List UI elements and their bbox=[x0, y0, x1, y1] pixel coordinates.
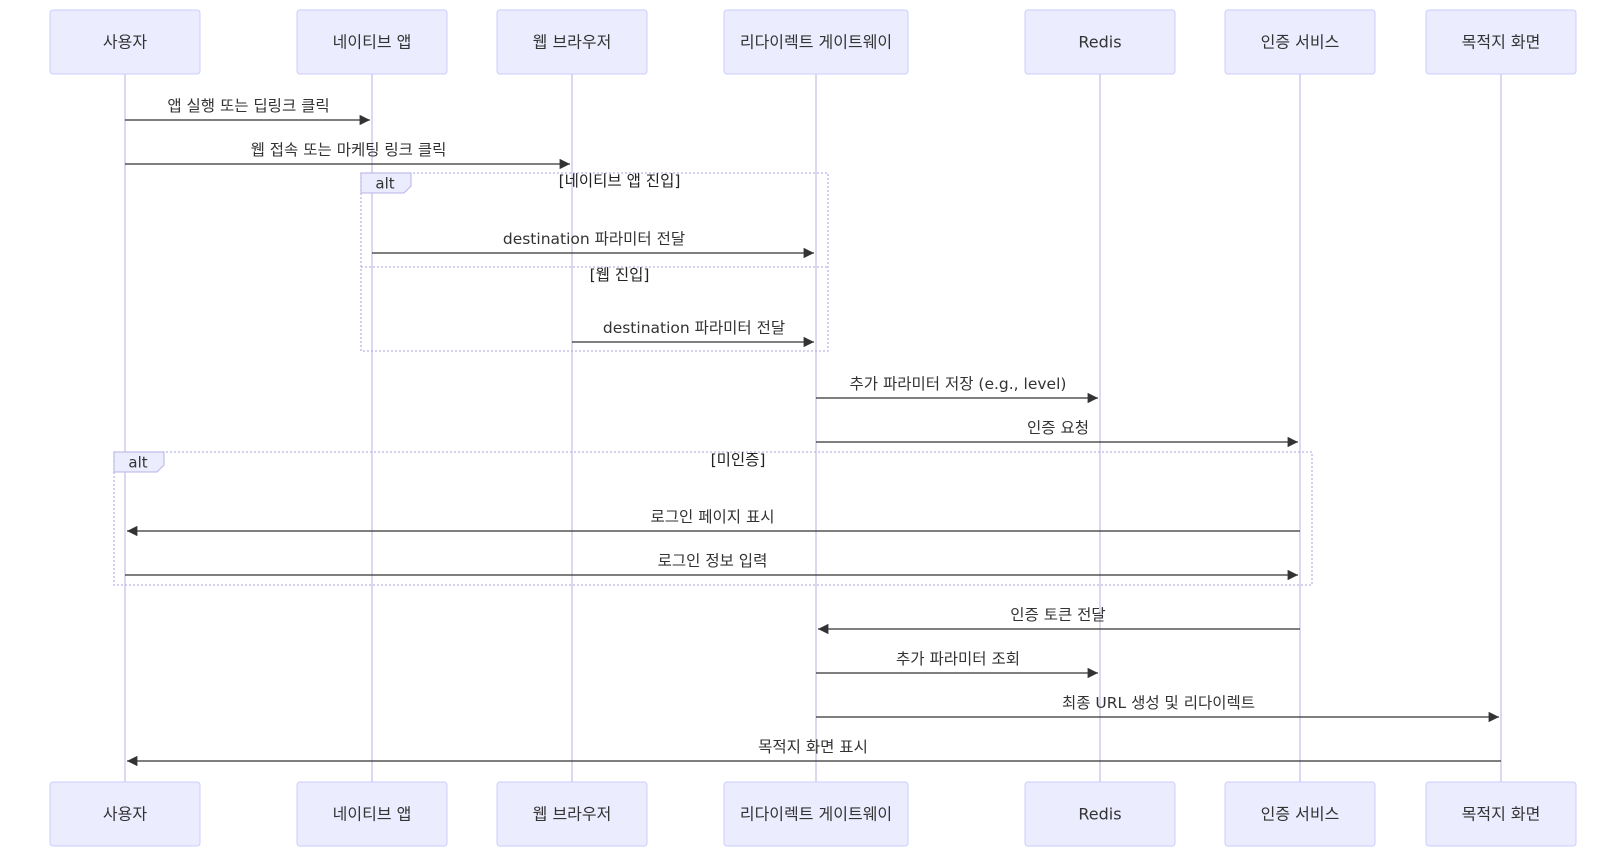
actor-box bbox=[496, 781, 648, 847]
actor-box bbox=[1024, 9, 1176, 75]
message-5: 추가 파라미터 저장 (e.g., level) bbox=[816, 375, 1098, 404]
actor-box bbox=[296, 781, 448, 847]
actor-label: 목적지 화면 bbox=[1462, 33, 1541, 52]
message-label: 로그인 페이지 표시 bbox=[651, 508, 775, 526]
actor-label: 웹 브라우저 bbox=[533, 805, 612, 824]
actor-box bbox=[723, 781, 909, 847]
message-2: 웹 접속 또는 마케팅 링크 클릭 bbox=[125, 141, 570, 170]
frame-condition: [웹 진입] bbox=[590, 266, 650, 284]
message-label: 인증 요청 bbox=[1027, 419, 1089, 437]
actor-label: 네이티브 앱 bbox=[333, 805, 412, 824]
actor-web-bottom: 웹 브라우저 bbox=[496, 781, 648, 847]
actor-gateway-top: 리다이렉트 게이트웨이 bbox=[723, 9, 909, 75]
actor-box bbox=[49, 781, 201, 847]
frame-condition: [미인증] bbox=[711, 451, 766, 469]
message-12: 목적지 화면 표시 bbox=[127, 738, 1501, 767]
actor-box bbox=[1024, 781, 1176, 847]
actor-box bbox=[723, 9, 909, 75]
message-label: 앱 실행 또는 딥링크 클릭 bbox=[167, 97, 329, 115]
actor-label: 인증 서비스 bbox=[1261, 33, 1340, 52]
frame-tab bbox=[113, 451, 165, 473]
actor-box bbox=[1425, 9, 1577, 75]
actor-dest-top: 목적지 화면 bbox=[1425, 9, 1577, 75]
message-label: 인증 토큰 전달 bbox=[1010, 606, 1105, 624]
actor-app-top: 네이티브 앱 bbox=[296, 9, 448, 75]
message-label: 웹 접속 또는 마케팅 링크 클릭 bbox=[251, 141, 447, 159]
message-10: 추가 파라미터 조회 bbox=[816, 650, 1098, 679]
message-label: 최종 URL 생성 및 리다이렉트 bbox=[1062, 694, 1255, 712]
message-3: destination 파라미터 전달 bbox=[372, 230, 814, 259]
actor-auth-top: 인증 서비스 bbox=[1224, 9, 1376, 75]
frame-condition: [네이티브 앱 진입] bbox=[559, 172, 681, 190]
frame-tab bbox=[360, 172, 412, 194]
actor-label: Redis bbox=[1078, 805, 1121, 824]
actor-label: Redis bbox=[1078, 33, 1121, 52]
frame-border bbox=[113, 451, 1313, 586]
message-7: 로그인 페이지 표시 bbox=[127, 508, 1300, 537]
message-1: 앱 실행 또는 딥링크 클릭 bbox=[125, 97, 370, 126]
frame-keyword: alt bbox=[375, 175, 394, 193]
message-6: 인증 요청 bbox=[816, 419, 1298, 448]
actor-user-bottom: 사용자 bbox=[49, 781, 201, 847]
actor-box bbox=[1425, 781, 1577, 847]
alt-frame: alt [미인증] bbox=[113, 451, 1313, 586]
actor-dest-bottom: 목적지 화면 bbox=[1425, 781, 1577, 847]
actor-redis-top: Redis bbox=[1024, 9, 1176, 75]
message-8: 로그인 정보 입력 bbox=[125, 552, 1298, 581]
actor-label: 리다이렉트 게이트웨이 bbox=[740, 33, 892, 52]
actor-box bbox=[296, 9, 448, 75]
actor-label: 네이티브 앱 bbox=[333, 33, 412, 52]
actor-user-top: 사용자 bbox=[49, 9, 201, 75]
actor-web-top: 웹 브라우저 bbox=[496, 9, 648, 75]
message-label: 추가 파라미터 조회 bbox=[896, 650, 1020, 668]
message-4: destination 파라미터 전달 bbox=[572, 319, 814, 348]
actor-app-bottom: 네이티브 앱 bbox=[296, 781, 448, 847]
actor-box bbox=[49, 9, 201, 75]
alt-frame: alt [네이티브 앱 진입] [웹 진입] bbox=[360, 172, 829, 352]
message-9: 인증 토큰 전달 bbox=[818, 606, 1300, 635]
message-label: 추가 파라미터 저장 (e.g., level) bbox=[850, 375, 1067, 393]
frame-keyword: alt bbox=[128, 454, 147, 472]
frame-border bbox=[360, 172, 829, 352]
message-label: 로그인 정보 입력 bbox=[658, 552, 768, 570]
actor-box bbox=[496, 9, 648, 75]
actor-label: 목적지 화면 bbox=[1462, 805, 1541, 824]
actor-label: 웹 브라우저 bbox=[533, 33, 612, 52]
actor-label: 인증 서비스 bbox=[1261, 805, 1340, 824]
actor-redis-bottom: Redis bbox=[1024, 781, 1176, 847]
actor-box bbox=[1224, 9, 1376, 75]
message-label: destination 파라미터 전달 bbox=[603, 319, 785, 337]
actor-box bbox=[1224, 781, 1376, 847]
message-label: destination 파라미터 전달 bbox=[503, 230, 685, 248]
message-11: 최종 URL 생성 및 리다이렉트 bbox=[816, 694, 1499, 723]
actor-label: 리다이렉트 게이트웨이 bbox=[740, 805, 892, 824]
message-label: 목적지 화면 표시 bbox=[758, 738, 868, 756]
actor-label: 사용자 bbox=[103, 33, 147, 52]
actor-label: 사용자 bbox=[103, 805, 147, 824]
actor-gateway-bottom: 리다이렉트 게이트웨이 bbox=[723, 781, 909, 847]
actor-auth-bottom: 인증 서비스 bbox=[1224, 781, 1376, 847]
